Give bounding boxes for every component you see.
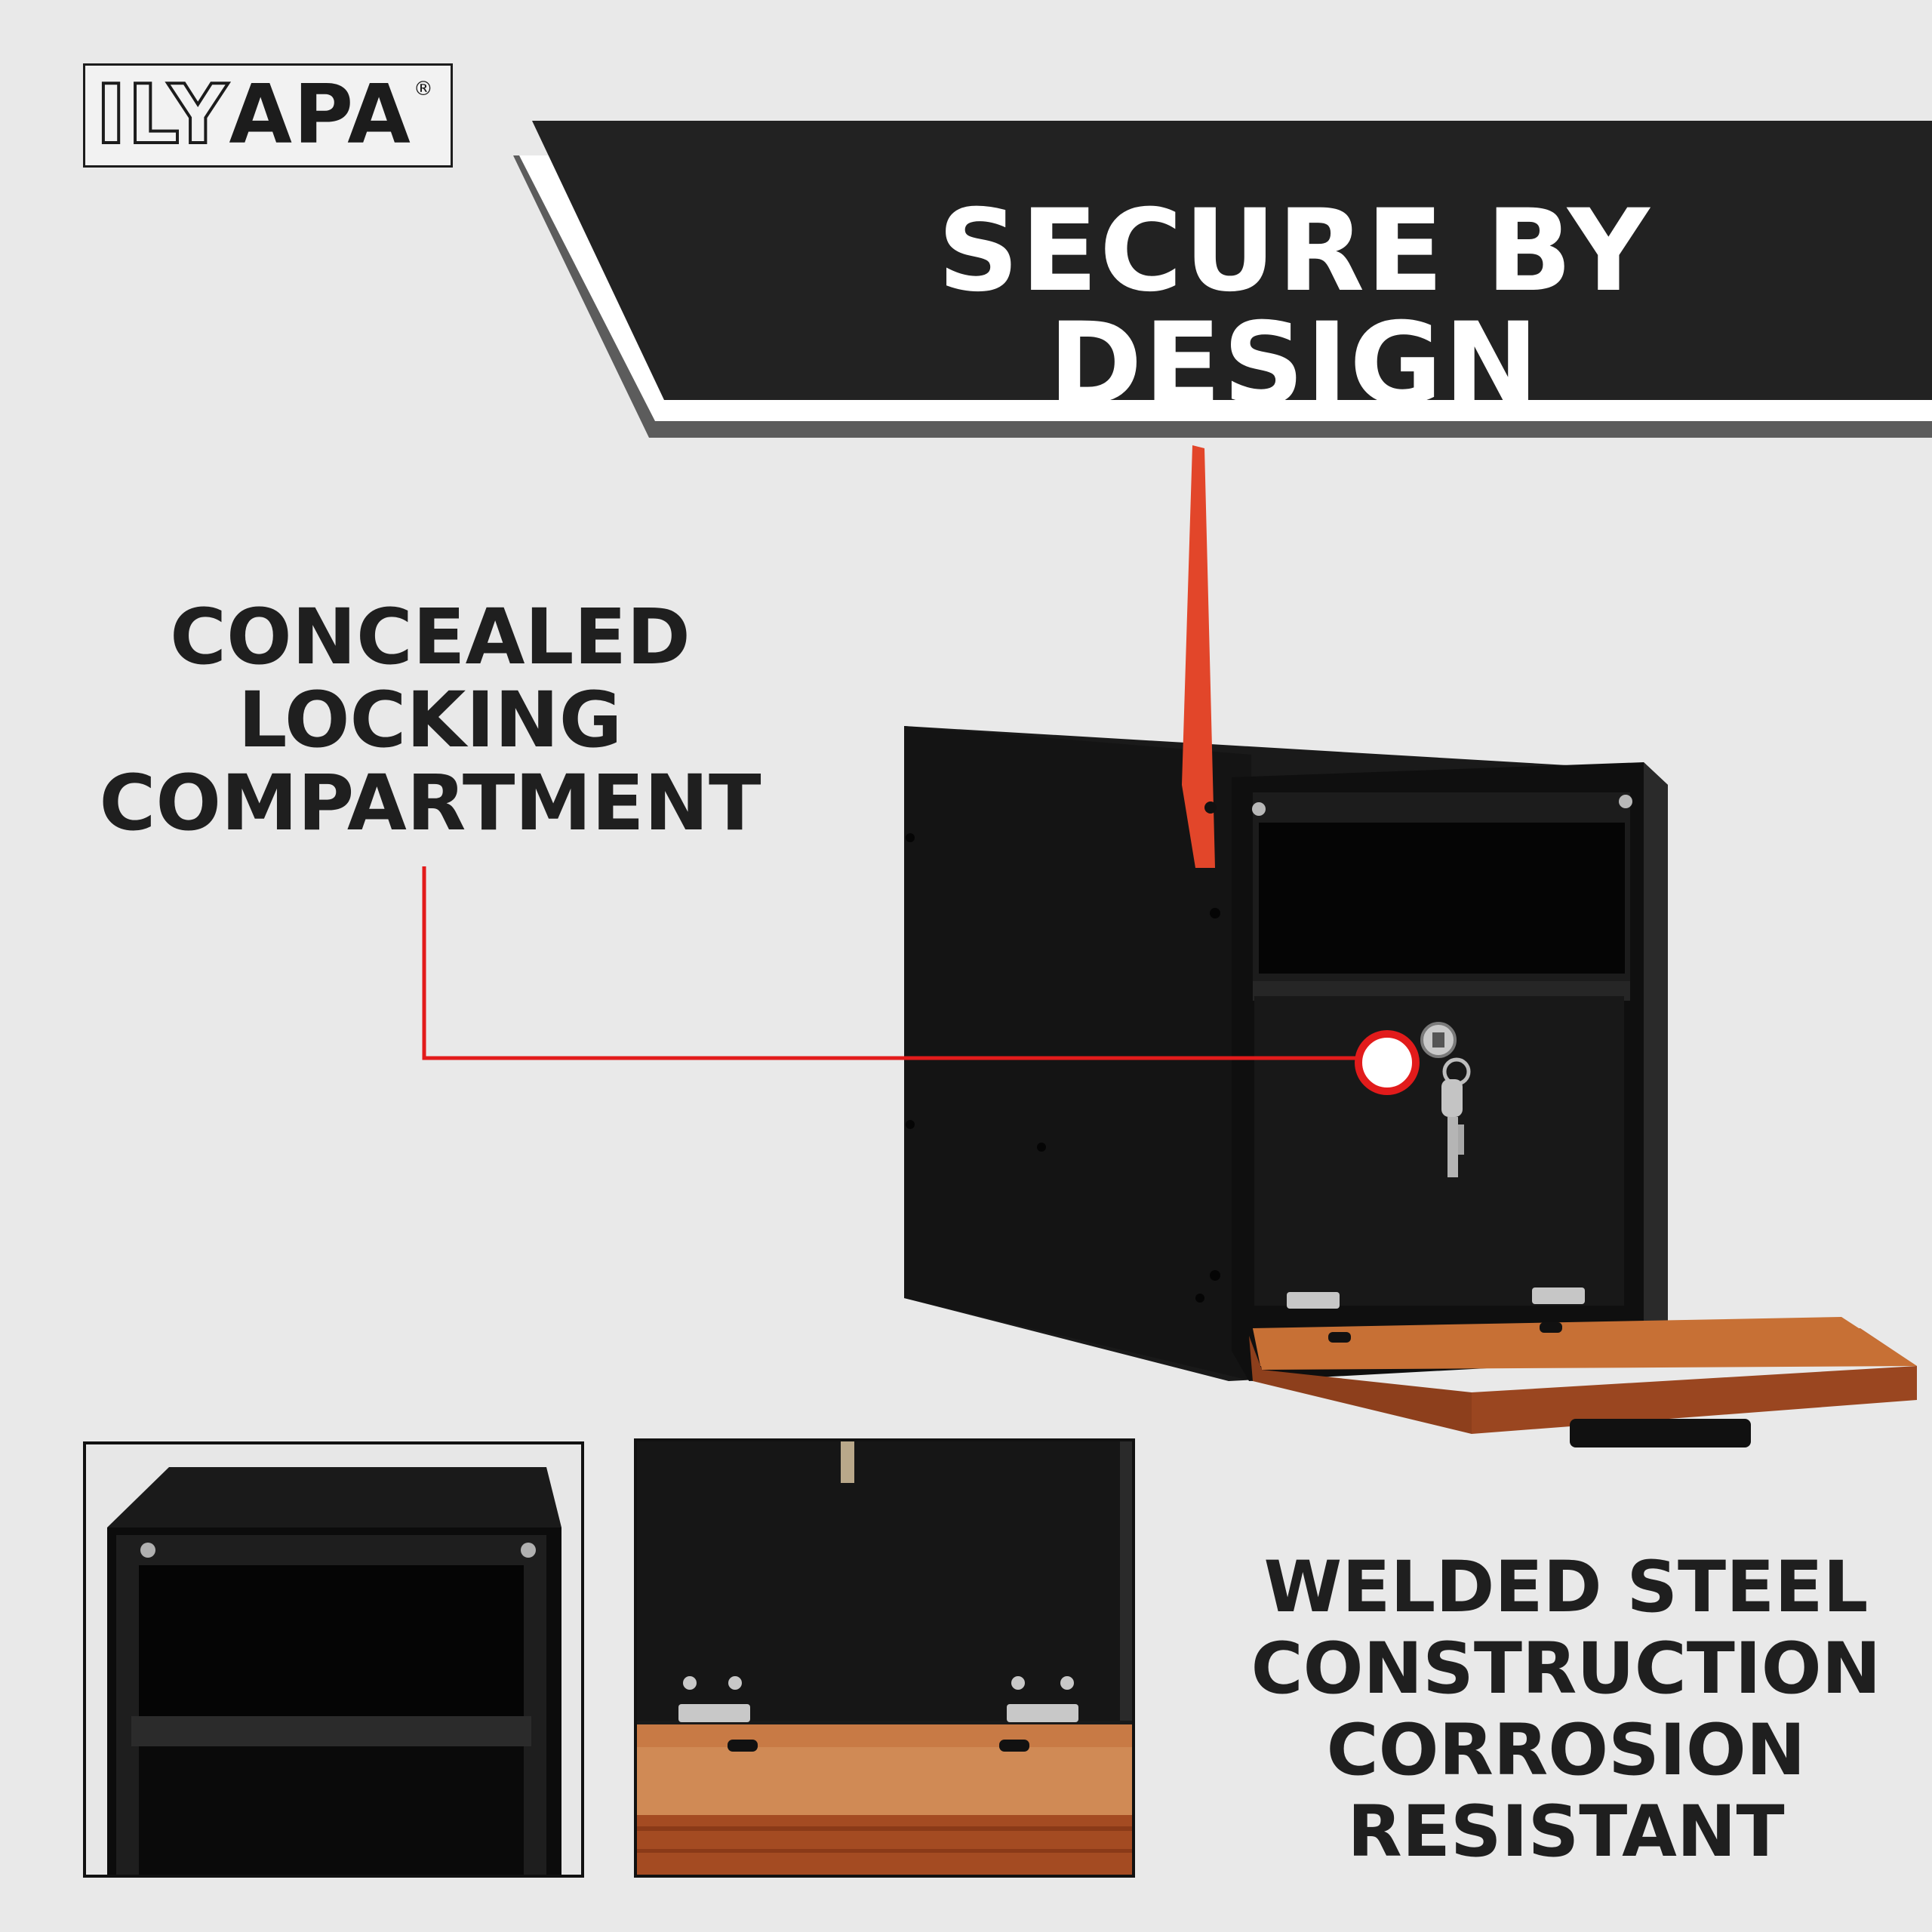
mail-slot-opening bbox=[1259, 823, 1625, 974]
brand-logo: ILY APA ® bbox=[83, 63, 453, 168]
banner-title: SECURE BY DESIGN bbox=[937, 186, 1651, 430]
tray-handle bbox=[1570, 1419, 1751, 1447]
feature-welded-line-2: CONSTRUCTION bbox=[1251, 1628, 1881, 1711]
banner-background bbox=[532, 121, 1932, 400]
tray-slot-left bbox=[1328, 1332, 1351, 1343]
feature-concealed-line-3: COMPARTMENT bbox=[99, 758, 761, 849]
door-hinges bbox=[1287, 1287, 1585, 1309]
feature-welded-steel: WELDED STEEL CONSTRUCTION CORROSION RESI… bbox=[1223, 1546, 1909, 1874]
lock-keyhole bbox=[1432, 1032, 1444, 1048]
mailbox-flag bbox=[1182, 445, 1215, 868]
tray-front-edge bbox=[1472, 1366, 1917, 1434]
banner-shape bbox=[513, 121, 1932, 438]
logo-dark-text: APA bbox=[229, 68, 412, 162]
inset-hinge-illustration bbox=[637, 1441, 1132, 1875]
inset-front-view bbox=[83, 1441, 584, 1878]
screw-top-right bbox=[1619, 795, 1632, 808]
mailbox-side-shade bbox=[904, 726, 1253, 1381]
tray-surface bbox=[1253, 1317, 1917, 1370]
feature-welded-line-1: WELDED STEEL bbox=[1263, 1546, 1869, 1629]
registered-mark: ® bbox=[413, 78, 433, 100]
feature-concealed-locking: CONCEALED LOCKING COMPARTMENT bbox=[60, 592, 800, 849]
side-rivets bbox=[906, 833, 1220, 1303]
logo-light-text: ILY bbox=[94, 68, 229, 162]
feature-welded-line-3: CORROSION bbox=[1326, 1709, 1806, 1792]
callout-line bbox=[422, 866, 1358, 1060]
tray-slot-right bbox=[1540, 1322, 1562, 1333]
screw-top-left bbox=[1252, 802, 1266, 816]
keys bbox=[1441, 1057, 1471, 1177]
callout-marker bbox=[1355, 1030, 1420, 1095]
feature-welded-line-4: RESISTANT bbox=[1347, 1791, 1785, 1874]
flag-pivot bbox=[1204, 801, 1217, 814]
inset-front-illustration bbox=[86, 1444, 581, 1875]
tray-left-edge bbox=[1249, 1336, 1472, 1434]
frame-edge bbox=[1644, 762, 1668, 1358]
feature-concealed-line-1: CONCEALED bbox=[170, 592, 691, 682]
inset-hinge-view bbox=[634, 1438, 1135, 1878]
feature-concealed-line-2: LOCKING bbox=[238, 675, 623, 766]
